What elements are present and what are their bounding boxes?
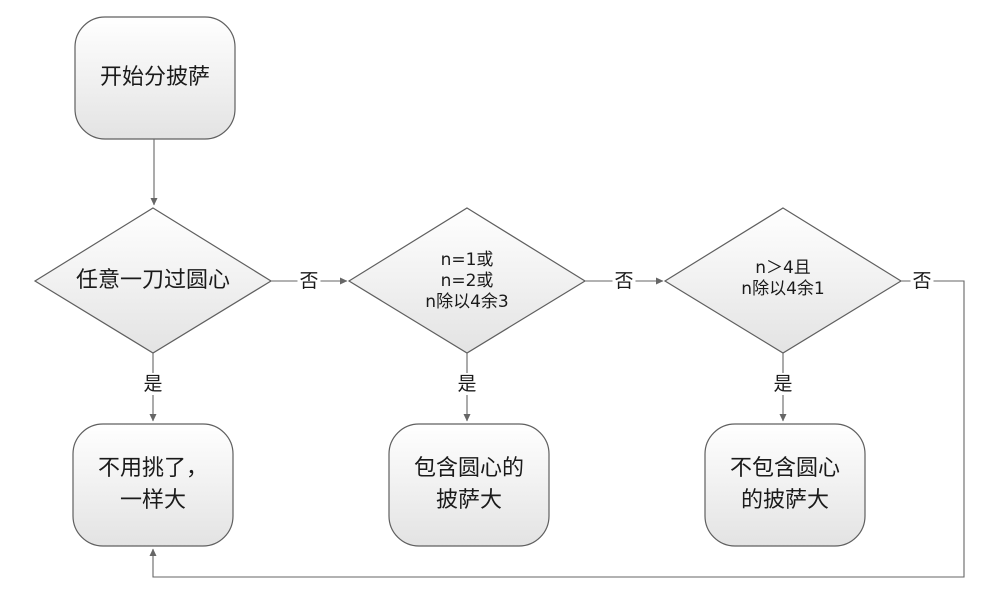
decision-1-label: 任意一刀过圆心 (75, 268, 230, 293)
result-node-3 (704, 423, 866, 547)
decision-2-line-3: n除以4余3 (425, 291, 509, 312)
result-node-2 (388, 423, 550, 547)
start-node (74, 16, 236, 140)
result-2-line-1: 包含圆心的 (413, 456, 524, 481)
result-3-label: 不包含圆心 的披萨大 (705, 424, 865, 546)
connector-d3-r1-loop (149, 280, 965, 578)
edge-label-d1-yes: 是 (141, 373, 165, 395)
edge-label-d3-no: 否 (910, 270, 934, 292)
edge-label-d3-yes: 是 (771, 373, 795, 395)
result-1-line-1: 不用挑了， (97, 456, 208, 481)
edge-label-d1-no: 否 (297, 270, 321, 292)
decision-3-label: n＞4且 n除以4余1 (705, 255, 861, 303)
decision-2-label: n=1或 n=2或 n除以4余3 (389, 245, 545, 317)
result-node-1 (72, 423, 234, 547)
result-2-line-2: 披萨大 (435, 488, 502, 513)
decision-3-line-1: n＞4且 (755, 258, 811, 278)
decision-2-line-1: n=1或 (440, 249, 494, 270)
edge-label-d2-no: 否 (612, 270, 636, 292)
result-3-line-1: 不包含圆心 (729, 456, 840, 481)
result-2-label: 包含圆心的 披萨大 (389, 424, 549, 546)
result-1-line-2: 一样大 (119, 488, 186, 513)
result-3-line-2: 的披萨大 (740, 488, 829, 513)
result-1-label: 不用挑了， 一样大 (73, 424, 233, 546)
decision-2-line-2: n=2或 (440, 270, 494, 291)
start-node-label: 开始分披萨 (99, 65, 210, 90)
decision-3-line-2: n除以4余1 (741, 279, 825, 299)
edge-label-d2-yes: 是 (455, 373, 479, 395)
